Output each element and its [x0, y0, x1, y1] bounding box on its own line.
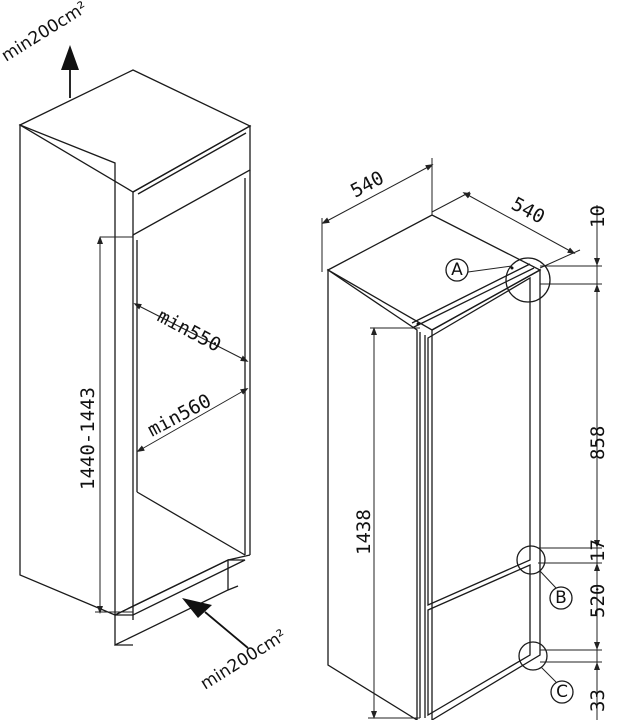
callout-a-label: A	[451, 260, 463, 280]
appliance-width-dimension	[321, 158, 434, 272]
callout-c-label: C	[556, 682, 568, 702]
callout-c	[518, 641, 574, 704]
lower-door-label: 520	[587, 584, 609, 618]
niche-width-label: min560	[144, 390, 215, 442]
appliance-width-label: 540	[347, 167, 388, 203]
top-airflow-label: min200cm²	[0, 0, 91, 66]
top-airflow-arrow	[61, 45, 79, 98]
appliance-height-label: 1438	[353, 509, 375, 555]
bottom-airflow-label: min200cm²	[197, 626, 290, 694]
bottom-offset-label: 33	[587, 689, 609, 712]
niche-width-dimension	[136, 388, 249, 452]
top-offset-label: 10	[587, 205, 609, 228]
right-dimension-chain	[538, 205, 602, 720]
niche-height-dimension	[95, 236, 133, 614]
upper-door-label: 858	[587, 426, 609, 460]
niche-cabinet	[18, 69, 252, 647]
bottom-airflow-arrow	[182, 598, 249, 649]
niche-height-label: 1440-1443	[77, 387, 99, 490]
appliance-depth-label: 540	[508, 193, 549, 229]
gap-label: 17	[587, 539, 609, 562]
appliance-height-dimension	[368, 327, 420, 719]
appliance-depth-dimension	[431, 191, 581, 269]
callout-a	[445, 257, 551, 303]
callout-b-label: B	[555, 588, 567, 608]
appliance-body	[326, 214, 542, 720]
niche-depth-label: min550	[154, 305, 225, 357]
niche-depth-dimension	[133, 303, 249, 362]
callout-b	[516, 545, 573, 610]
